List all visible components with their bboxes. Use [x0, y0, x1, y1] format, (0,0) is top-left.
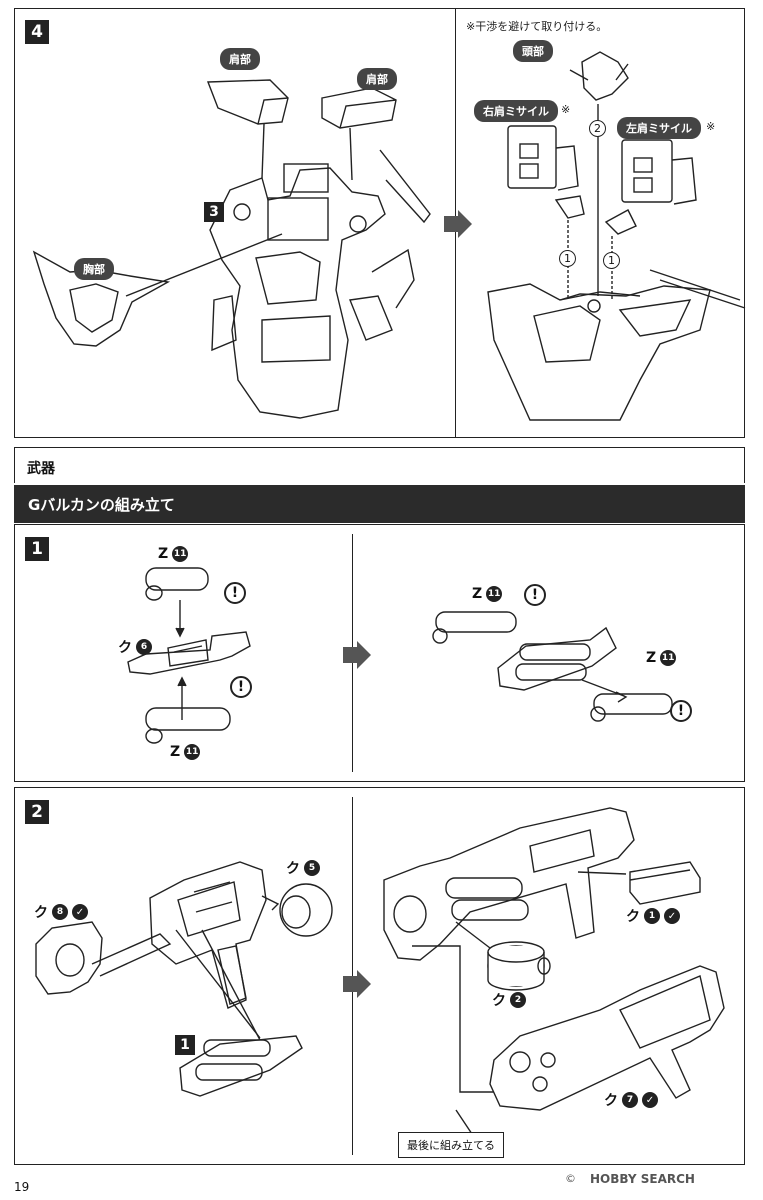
part-number-badge: 11 — [660, 650, 677, 666]
step2-substep-1: 1 — [175, 1035, 195, 1055]
step4-substep-3: 3 — [204, 202, 224, 222]
label-chest: 胸部 — [74, 258, 114, 280]
step2-number: 2 — [25, 800, 49, 824]
part-letter: ク — [34, 905, 48, 921]
label-right-missile: 右肩ミサイル — [474, 100, 558, 122]
order-1-left: 1 — [559, 250, 576, 267]
part-number-badge: 1 — [644, 908, 660, 924]
part-number-badge: 2 — [510, 992, 526, 1008]
label-shoulder-left: 肩部 — [220, 48, 260, 70]
step1-number: 1 — [25, 537, 49, 561]
part-number-badge: 11 — [172, 546, 189, 562]
part-letter: ク — [118, 640, 132, 656]
part-number-badge: 5 — [304, 860, 320, 876]
g-vulcan-assembly-bar: Gバルカンの組み立て — [14, 485, 745, 523]
part-letter: ク — [492, 993, 506, 1009]
step4-number: 4 — [25, 20, 49, 44]
cement-icon: ✓ — [642, 1092, 658, 1108]
label-shoulder-right: 肩部 — [357, 68, 397, 90]
part-letter: Z — [646, 650, 657, 666]
step4-next-arrow — [444, 210, 472, 238]
assemble-last-note: 最後に組み立てる — [398, 1132, 504, 1158]
left-missile-star: ※ — [706, 120, 716, 133]
label-head: 頭部 — [513, 40, 553, 62]
order-2: 2 — [589, 120, 606, 137]
part-number-badge: 6 — [136, 639, 152, 655]
part-letter: ク — [604, 1093, 618, 1109]
step1-next-arrow — [343, 641, 371, 669]
label-left-missile: 左肩ミサイル — [617, 117, 701, 139]
step1-panel — [14, 524, 745, 782]
page-number: 19 — [14, 1180, 30, 1194]
step2-next-arrow — [343, 970, 371, 998]
part-number-badge: 8 — [52, 904, 68, 920]
part-letter: Z — [170, 744, 181, 760]
part-letter: ク — [626, 909, 640, 925]
part-number-badge: 7 — [622, 1092, 638, 1108]
order-1-right: 1 — [603, 252, 620, 269]
watermark-logo: HOBBY SEARCH — [590, 1172, 695, 1186]
weapons-section-title: 武器 — [14, 447, 745, 483]
warning-icon: ! — [524, 584, 546, 606]
part-number-badge: 11 — [486, 586, 503, 602]
cement-icon: ✓ — [72, 904, 88, 920]
cement-icon: ✓ — [664, 908, 680, 924]
step1-parts-illustration — [127, 567, 673, 744]
copyright-mark: © — [565, 1172, 576, 1185]
warning-icon: ! — [224, 582, 246, 604]
step2-parts-illustration — [35, 807, 725, 1141]
part-letter: Z — [472, 586, 483, 602]
right-missile-star: ※ — [561, 103, 571, 116]
part-number-badge: 11 — [184, 744, 201, 760]
warning-icon: ! — [670, 700, 692, 722]
warning-icon: ! — [230, 676, 252, 698]
part-letter: ク — [286, 861, 300, 877]
step4-note: ※干渉を避けて取り付ける。 — [466, 20, 608, 33]
part-letter: Z — [158, 546, 169, 562]
